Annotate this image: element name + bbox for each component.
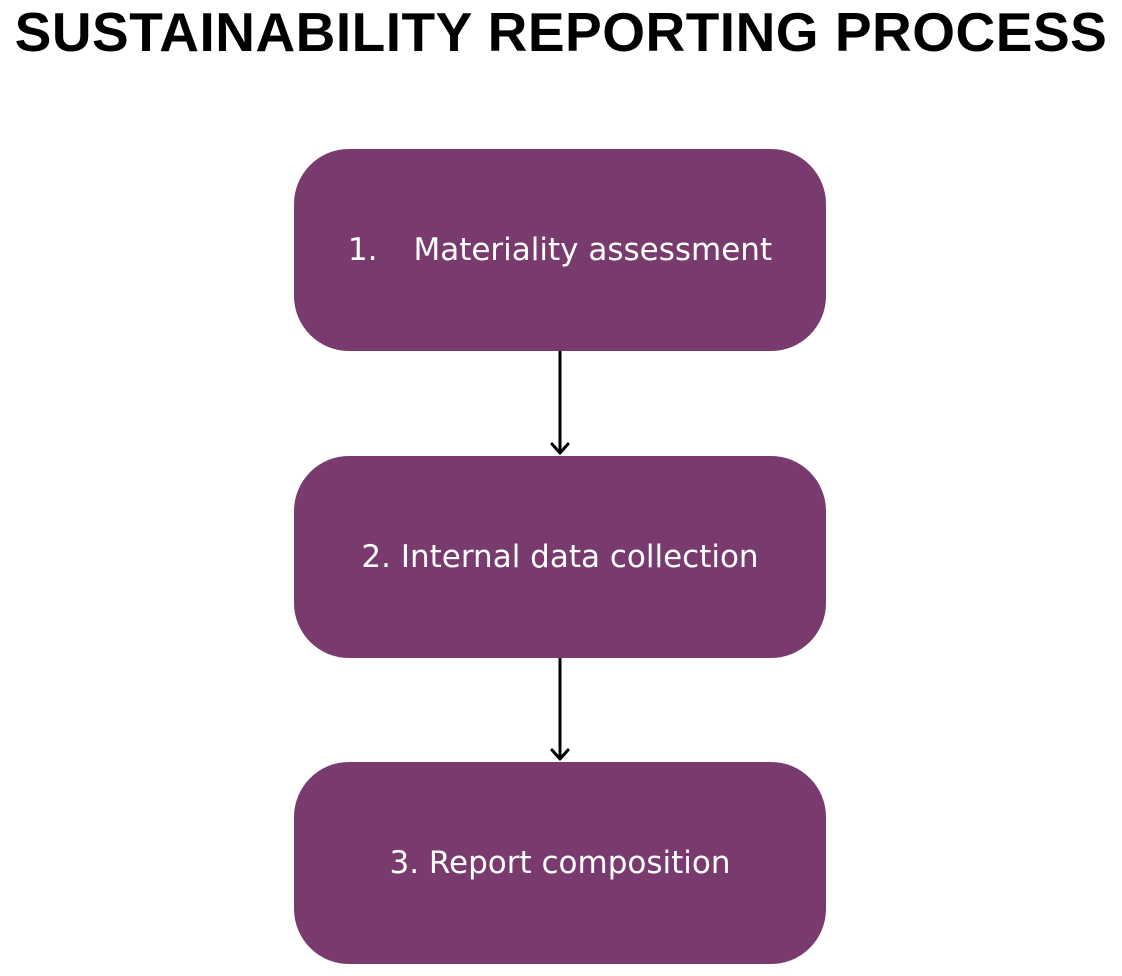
step-number: 1. — [347, 232, 378, 268]
step-label: 2. Internal data collection — [361, 539, 759, 575]
step-label: Materiality assessment — [413, 232, 773, 268]
step-box-internal-data-collection: 2. Internal data collection — [294, 456, 826, 658]
arrow-head — [550, 748, 570, 761]
step-box-materiality-assessment: 1. Materiality assessment — [294, 149, 826, 351]
step-box-report-composition: 3. Report composition — [294, 762, 826, 964]
diagram-title: SUSTAINABILITY REPORTING PROCESS — [14, 1, 1108, 63]
connector-arrow-2-to-3 — [550, 658, 570, 761]
step-label: 3. Report composition — [389, 845, 731, 881]
arrow-head — [550, 442, 570, 455]
connector-arrow-1-to-2 — [550, 351, 570, 455]
